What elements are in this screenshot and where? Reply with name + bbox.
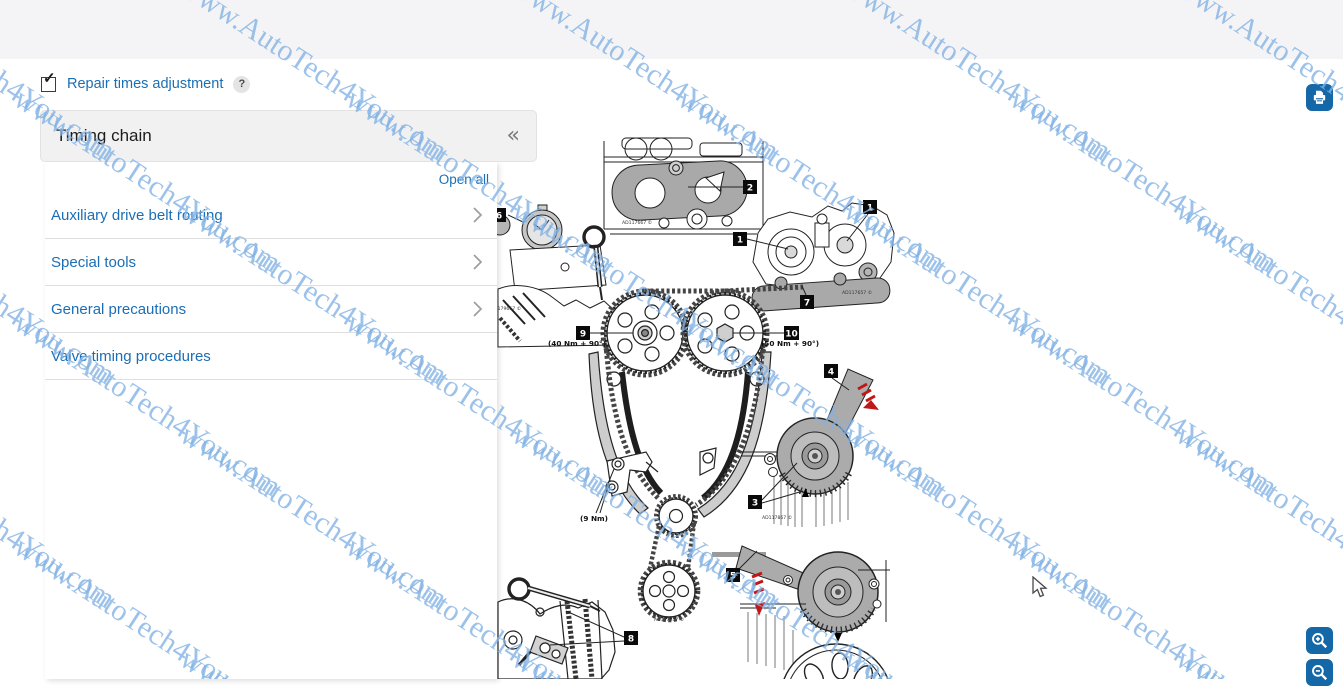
print-button[interactable] xyxy=(1306,84,1333,111)
diagram-callouts: 2 1 1 7 6 9 10 4 3 5 8 xyxy=(497,180,877,646)
caption-chain: AD117957 © xyxy=(654,616,684,623)
zoom-out-icon xyxy=(1310,663,1329,682)
torque-cam-left: (40 Nm + 90°) xyxy=(548,339,606,348)
zoom-out-button[interactable] xyxy=(1306,659,1333,686)
caption-gauge: AD1179657 © xyxy=(497,305,521,312)
callout-5: 5 xyxy=(730,572,736,582)
top-bar xyxy=(0,0,1343,59)
caption-plate: AD117667 © xyxy=(622,219,652,226)
zoom-in-button[interactable] xyxy=(1306,627,1333,654)
callout-1b: 1 xyxy=(867,204,873,214)
crankshaft-pulley-illustration xyxy=(783,643,889,679)
diagram-texts: (40 Nm + 90°) (50 Nm + 90°) (9 Nm) AD117… xyxy=(497,219,872,623)
callout-4: 4 xyxy=(828,368,834,378)
panel-header: Timing chain « xyxy=(40,110,537,162)
callout-1a: 1 xyxy=(737,236,743,246)
repair-times-checkbox[interactable]: ✓ xyxy=(41,71,56,92)
panel-title: Timing chain xyxy=(56,126,152,145)
help-button[interactable]: ? xyxy=(233,75,251,93)
chevron-right-icon xyxy=(472,206,483,224)
menu-item-valve-timing-procedures[interactable]: Valve timing procedures xyxy=(45,333,497,380)
timing-chain-diagram: 2 1 1 7 6 9 10 4 3 5 8 (40 Nm + 90°) (50… xyxy=(497,137,895,679)
callout-6: 6 xyxy=(497,212,502,222)
callout-3: 3 xyxy=(752,499,758,509)
torque-tensioner: (9 Nm) xyxy=(580,514,608,523)
callout-2: 2 xyxy=(747,184,753,194)
chain-tensioner-illustration xyxy=(497,577,616,679)
caption-angle-disc: AD117867 © xyxy=(762,514,792,521)
rotate-arrow-icon xyxy=(751,571,765,616)
open-all-link[interactable]: Open all xyxy=(438,171,489,187)
chevron-right-icon xyxy=(472,253,483,271)
callout-7: 7 xyxy=(804,299,810,309)
callout-10: 10 xyxy=(785,330,798,340)
menu-item-special-tools[interactable]: Special tools xyxy=(45,239,497,286)
collapse-panel-button[interactable]: « xyxy=(506,123,520,148)
dial-gauge-illustration xyxy=(497,204,621,348)
repair-times-label: Repair times adjustment xyxy=(67,76,224,92)
angle-gauge-lower-illustration xyxy=(735,545,890,672)
torque-cam-right: (50 Nm + 90°) xyxy=(761,339,819,348)
caption-carrier: AD117657 © xyxy=(842,289,872,296)
timing-chain-assembly xyxy=(588,284,804,623)
printer-icon xyxy=(1311,89,1328,106)
panel-content: Open all Auxiliary drive belt routing Sp… xyxy=(45,162,497,679)
callout-9: 9 xyxy=(580,330,586,340)
cam-locking-plate-illustration xyxy=(603,137,764,235)
chevron-right-icon xyxy=(472,300,483,318)
angle-gauge-upper-illustration xyxy=(741,368,879,527)
rotate-arrow-icon xyxy=(857,382,879,410)
menu-item-general-precautions[interactable]: General precautions xyxy=(45,286,497,333)
mouse-cursor xyxy=(1032,575,1049,604)
checkmark-icon: ✓ xyxy=(43,69,56,87)
zoom-in-icon xyxy=(1310,631,1329,650)
menu-item-auxiliary-drive-belt-routing[interactable]: Auxiliary drive belt routing xyxy=(45,192,497,239)
callout-8: 8 xyxy=(628,635,634,645)
cam-carrier-illustration xyxy=(751,202,895,312)
